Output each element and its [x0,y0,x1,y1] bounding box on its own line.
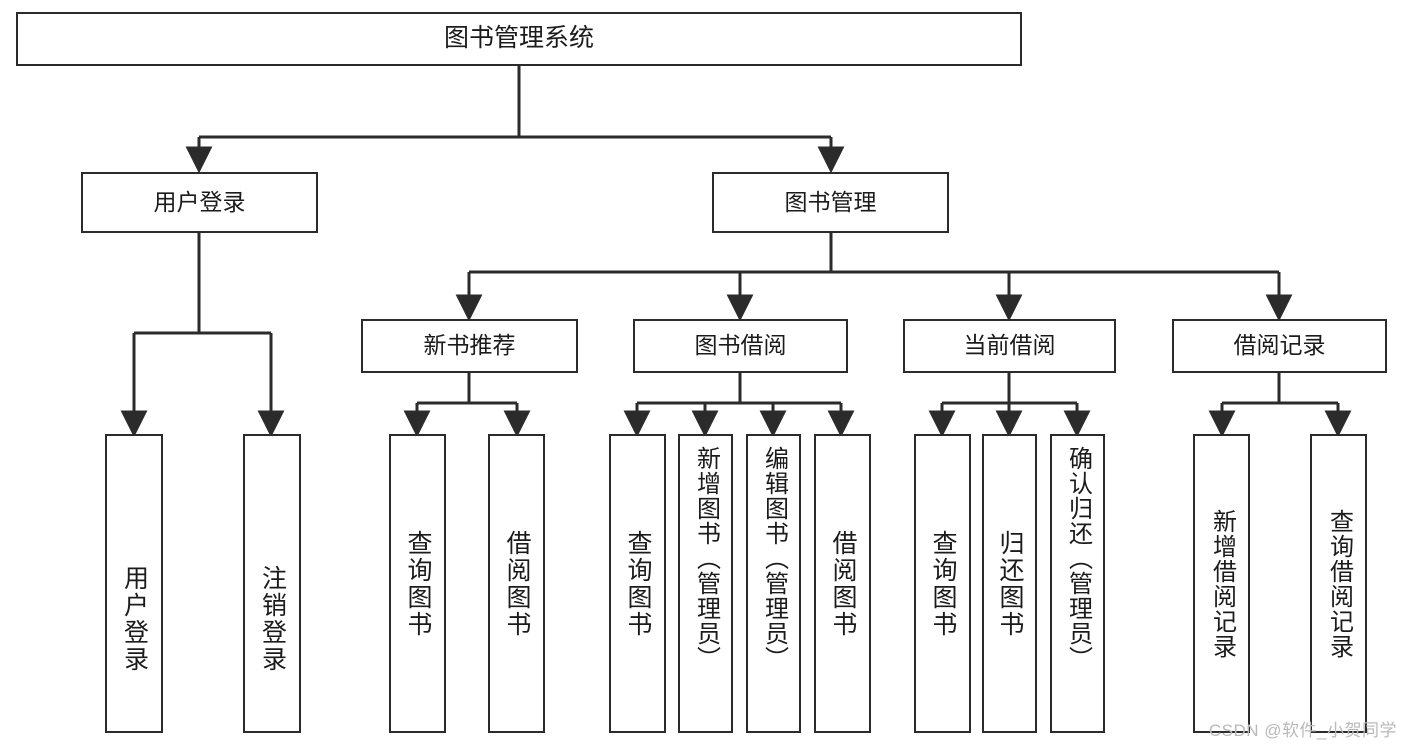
node-current-borrow[interactable]: 当前借阅 [903,319,1116,373]
node-label: 图书管理 [784,188,877,215]
leaf-add-borrow-record[interactable]: 新增借阅记录 [1193,434,1250,733]
node-label: 注销登录 [258,565,287,673]
node-new-book-recommend[interactable]: 新书推荐 [361,319,578,373]
node-label: 编辑图书（管理员） [760,446,788,671]
leaf-query-book-borrow[interactable]: 查询图书 [609,434,666,733]
node-borrow-record[interactable]: 借阅记录 [1172,319,1387,373]
node-label: 图书管理系统 [443,24,594,53]
node-label: 确认归还（管理员） [1064,446,1092,671]
leaf-query-book-current[interactable]: 查询图书 [914,434,971,733]
node-book-borrow[interactable]: 图书借阅 [633,319,848,373]
node-label: 查询借阅记录 [1325,508,1353,659]
node-label: 查询图书 [929,529,957,638]
node-book-management[interactable]: 图书管理 [712,172,949,233]
node-label: 新书推荐 [423,332,516,359]
node-label: 新增借阅记录 [1208,508,1236,659]
node-label: 归还图书 [996,529,1024,638]
leaf-add-book-admin[interactable]: 新增图书（管理员） [678,434,733,733]
leaf-query-book-recommend[interactable]: 查询图书 [389,434,446,733]
leaf-query-borrow-record[interactable]: 查询借阅记录 [1310,434,1367,733]
leaf-borrow-book-recommend[interactable]: 借阅图书 [488,434,545,733]
leaf-user-login[interactable]: 用户登录 [105,434,163,733]
node-label: 图书借阅 [694,332,787,359]
node-label: 查询图书 [404,529,432,638]
leaf-return-book[interactable]: 归还图书 [982,434,1037,733]
node-label: 借阅图书 [829,529,857,638]
node-label: 借阅图书 [503,529,531,638]
node-user-login[interactable]: 用户登录 [81,172,318,233]
node-label: 新增图书（管理员） [692,446,720,671]
node-label: 借阅记录 [1233,332,1326,359]
node-root-system[interactable]: 图书管理系统 [16,12,1022,66]
csdn-watermark: CSDN @软件_小贺同学 [1208,721,1397,740]
node-label: 用户登录 [120,565,149,673]
node-label: 查询图书 [624,529,652,638]
leaf-confirm-return-admin[interactable]: 确认归还（管理员） [1050,434,1105,733]
leaf-borrow-book[interactable]: 借阅图书 [814,434,871,733]
leaf-logout[interactable]: 注销登录 [243,434,301,733]
node-label: 当前借阅 [963,332,1056,359]
node-label: 用户登录 [153,188,246,215]
leaf-edit-book-admin[interactable]: 编辑图书（管理员） [746,434,801,733]
